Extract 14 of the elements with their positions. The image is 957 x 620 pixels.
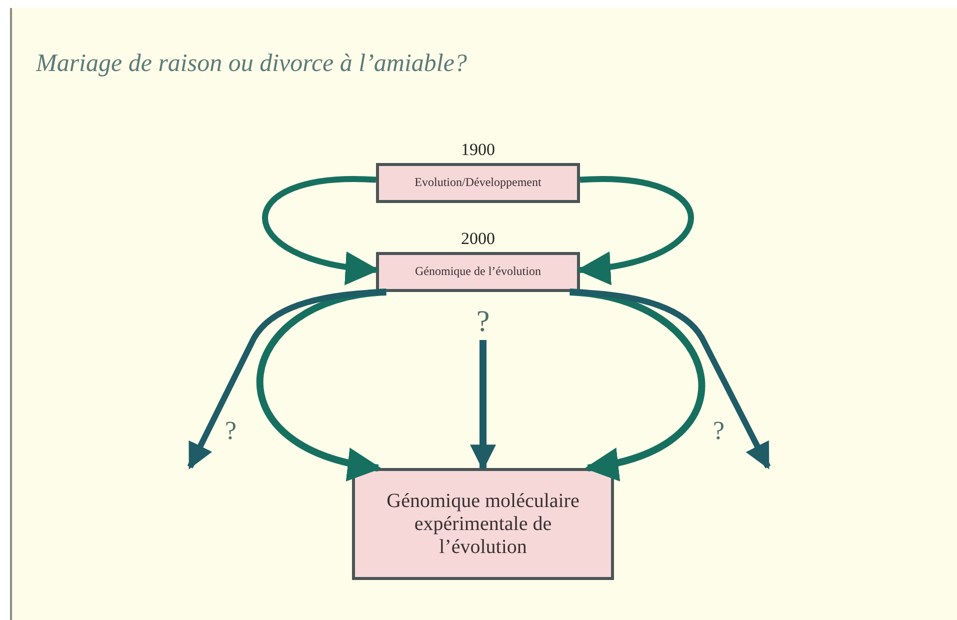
arrow xyxy=(569,288,704,479)
arrow xyxy=(576,176,694,284)
concept-box xyxy=(352,468,614,580)
arrow xyxy=(470,340,496,471)
year-label: 1900 xyxy=(461,140,495,159)
box-text: Génomique de l’évolution xyxy=(415,265,541,279)
arrow xyxy=(256,288,387,479)
arrow xyxy=(570,289,771,470)
box-text: Génomique moléculaire expérimentale de l’évolution xyxy=(386,490,580,558)
question-mark: ? xyxy=(476,304,490,340)
arrow xyxy=(187,289,386,470)
year-label: 2000 xyxy=(461,229,495,248)
box-text: Evolution/Développement xyxy=(414,176,542,190)
slide-title: Mariage de raison ou divorce à l’amiable? xyxy=(36,50,467,78)
